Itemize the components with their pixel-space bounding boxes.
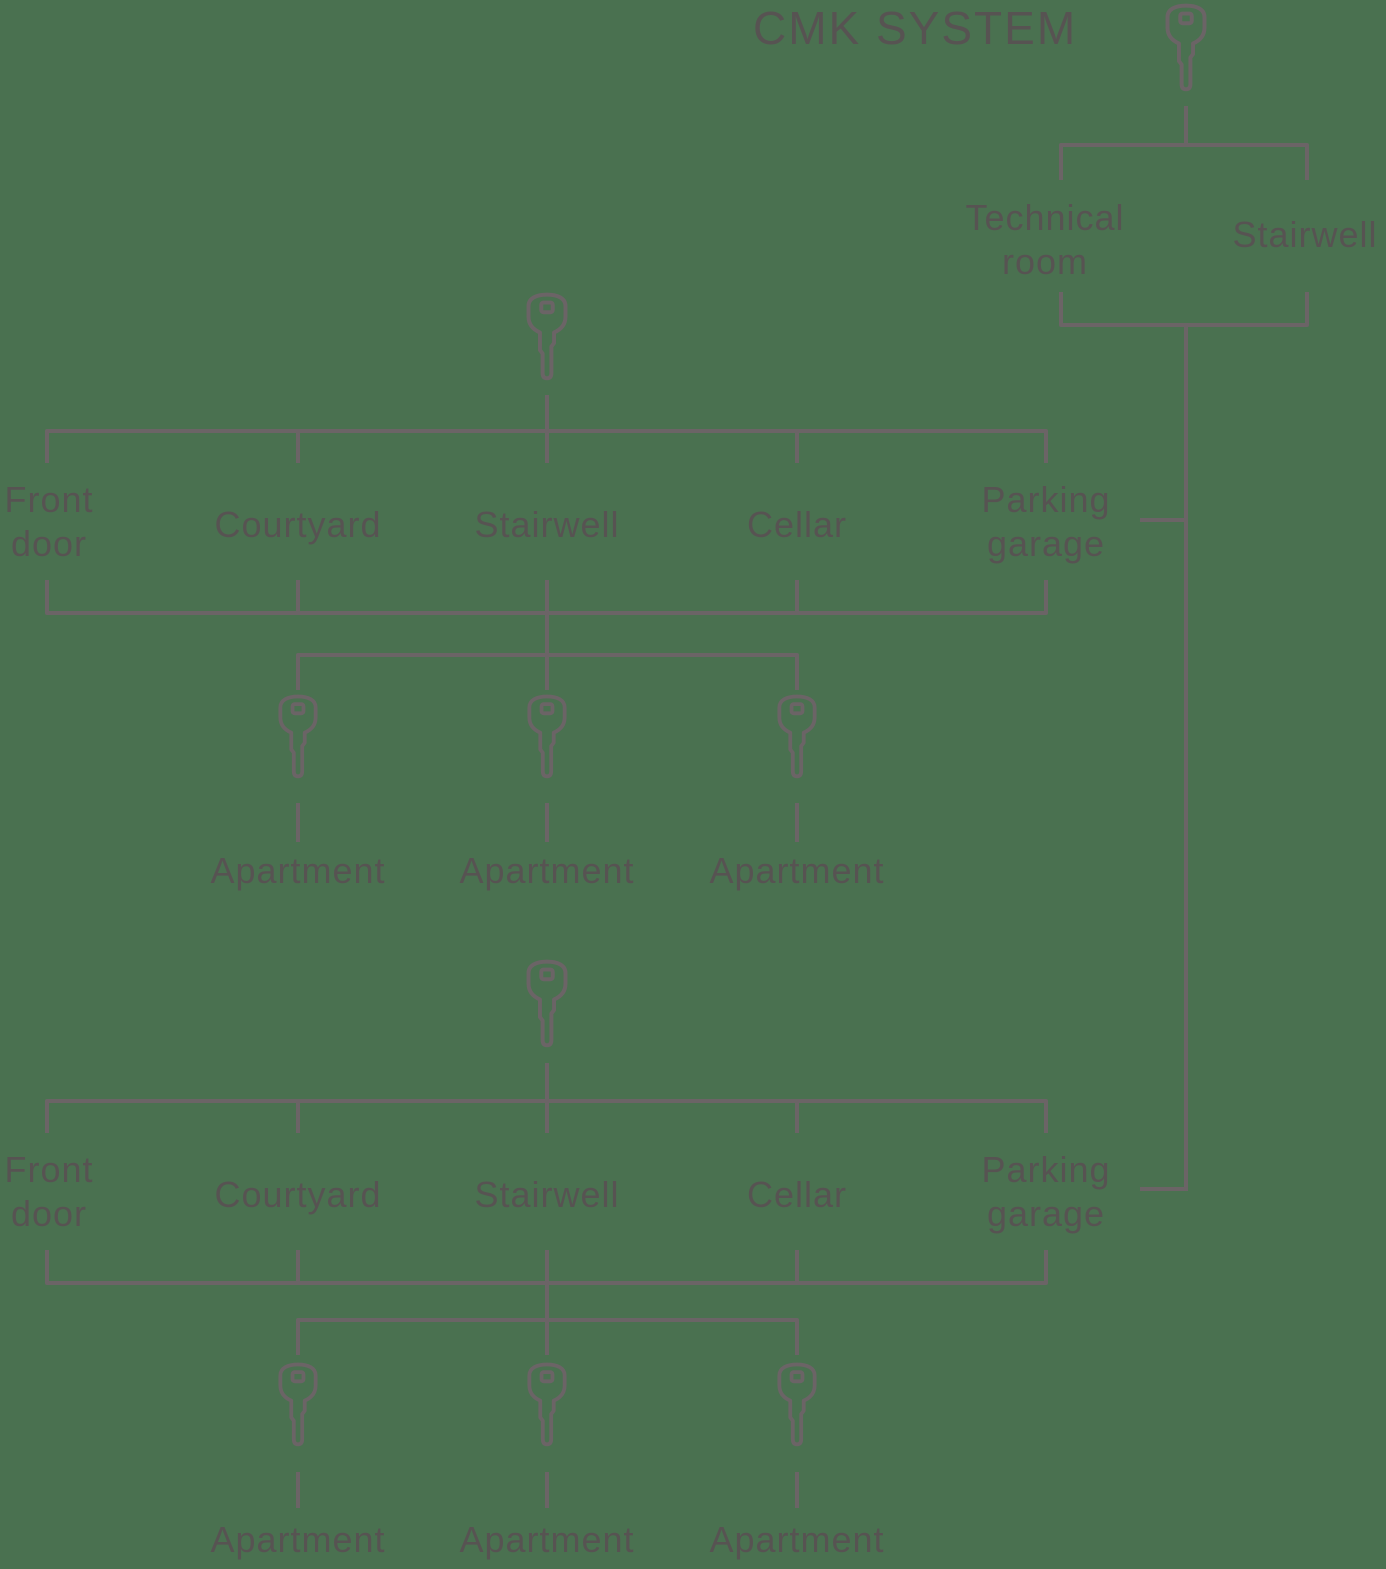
apartment-key-icon (777, 1362, 817, 1447)
connector-top-group-bracket (1059, 143, 1309, 180)
label-b1-courtyard: Courtyard (214, 504, 382, 545)
diagram-title: CMK SYSTEM (753, 2, 1078, 54)
label-b1-stairwell: Stairwell (474, 504, 620, 545)
label-b2-apartment: Apartment (459, 1519, 635, 1560)
apartment-key-icon (278, 694, 318, 779)
label-b1-parking-garage: Parking garage (981, 479, 1111, 564)
building2-master-key-icon (526, 959, 568, 1048)
label-b2-front-door: Front door (4, 1149, 94, 1234)
label-b1-apartment: Apartment (210, 850, 386, 891)
label-b2-parking-garage: Parking garage (981, 1149, 1111, 1234)
label-b1-apartment: Apartment (459, 850, 635, 891)
apartment-key-icon (278, 1362, 318, 1447)
building1-master-key-icon (526, 292, 568, 381)
apartment-key-icon (527, 694, 567, 779)
label-b1-apartment: Apartment (709, 850, 885, 891)
apartment-key-icon (777, 694, 817, 779)
label-b2-apartment: Apartment (709, 1519, 885, 1560)
cmk-master-key-icon (1165, 3, 1207, 92)
label-b2-stairwell: Stairwell (474, 1174, 620, 1215)
label-b2-courtyard: Courtyard (214, 1174, 382, 1215)
label-technical-room: Technical room (965, 197, 1125, 282)
label-b1-front-door: Front door (4, 479, 94, 564)
label-b2-apartment: Apartment (210, 1519, 386, 1560)
apartment-key-icon (527, 1362, 567, 1447)
label-top-stairwell: Stairwell (1232, 214, 1378, 255)
label-b1-cellar: Cellar (746, 504, 848, 545)
label-b2-cellar: Cellar (746, 1174, 848, 1215)
connector-top-group-bottom (1059, 292, 1309, 327)
